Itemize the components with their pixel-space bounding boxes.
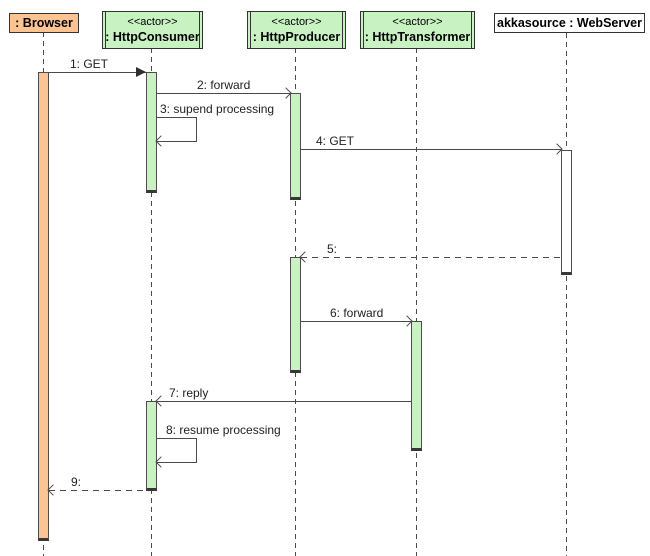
message-2-line <box>157 87 292 99</box>
message-7-label: 7: reply <box>169 386 209 400</box>
message-8-label: 8: resume processing <box>166 423 281 437</box>
actor-stereotype: <<actor>> <box>127 15 178 28</box>
actor-stereotype: <<actor>> <box>271 15 322 28</box>
message-6-line <box>301 315 413 327</box>
actor-box-httpproducer: <<actor>> : HttpProducer <box>247 11 346 49</box>
object-name-httpconsumer: : HttpConsumer <box>105 30 200 45</box>
message-1-line <box>49 67 146 77</box>
open-arrowhead-icon <box>155 456 167 468</box>
message-6-label: 6: forward <box>330 306 384 320</box>
object-name-httptransformer: : HttpTransformer <box>364 30 471 45</box>
activation-httpconsumer-1 <box>146 72 157 193</box>
message-2-label: 2: forward <box>197 78 251 92</box>
activation-httpproducer-2 <box>290 257 301 373</box>
object-box-browser: : Browser <box>9 13 79 33</box>
activation-webserver <box>561 150 572 275</box>
object-name-httpproducer: : HttpProducer <box>252 30 341 45</box>
message-3-label: 3: supend processing <box>160 102 275 116</box>
activation-browser <box>38 72 49 541</box>
lifeline-webserver <box>566 33 567 556</box>
object-box-webserver: akkasource : WebServer <box>494 13 645 33</box>
message-7-line <box>155 395 411 407</box>
message-3-self-line <box>155 117 197 147</box>
message-8-self-line <box>155 438 197 468</box>
activation-httptransformer <box>411 321 422 451</box>
actor-box-httptransformer: <<actor>> : HttpTransformer <box>360 11 475 49</box>
message-4-label: 4: GET <box>316 134 355 148</box>
activation-httpproducer-1 <box>290 93 301 200</box>
lifeline-httpconsumer <box>151 48 152 556</box>
object-name-browser: : Browser <box>15 15 73 30</box>
lifeline-httptransformer <box>416 48 417 556</box>
message-4-line <box>301 143 563 155</box>
filled-arrowhead-icon <box>136 67 146 77</box>
message-5-line <box>299 251 561 263</box>
open-arrowhead-icon <box>155 395 167 407</box>
message-9-line <box>47 484 146 496</box>
message-5-label: 5: <box>327 242 338 256</box>
open-arrowhead-icon <box>47 484 59 496</box>
open-arrowhead-icon <box>299 251 311 263</box>
activation-httpconsumer-2 <box>146 401 157 491</box>
open-arrowhead-icon <box>155 135 167 147</box>
actor-box-httpconsumer: <<actor>> : HttpConsumer <box>102 11 203 49</box>
actor-stereotype: <<actor>> <box>392 15 443 28</box>
message-9-label: 9: <box>71 475 82 489</box>
message-1-label: 1: GET <box>70 57 109 71</box>
object-name-webserver: akkasource : WebServer <box>497 15 642 30</box>
